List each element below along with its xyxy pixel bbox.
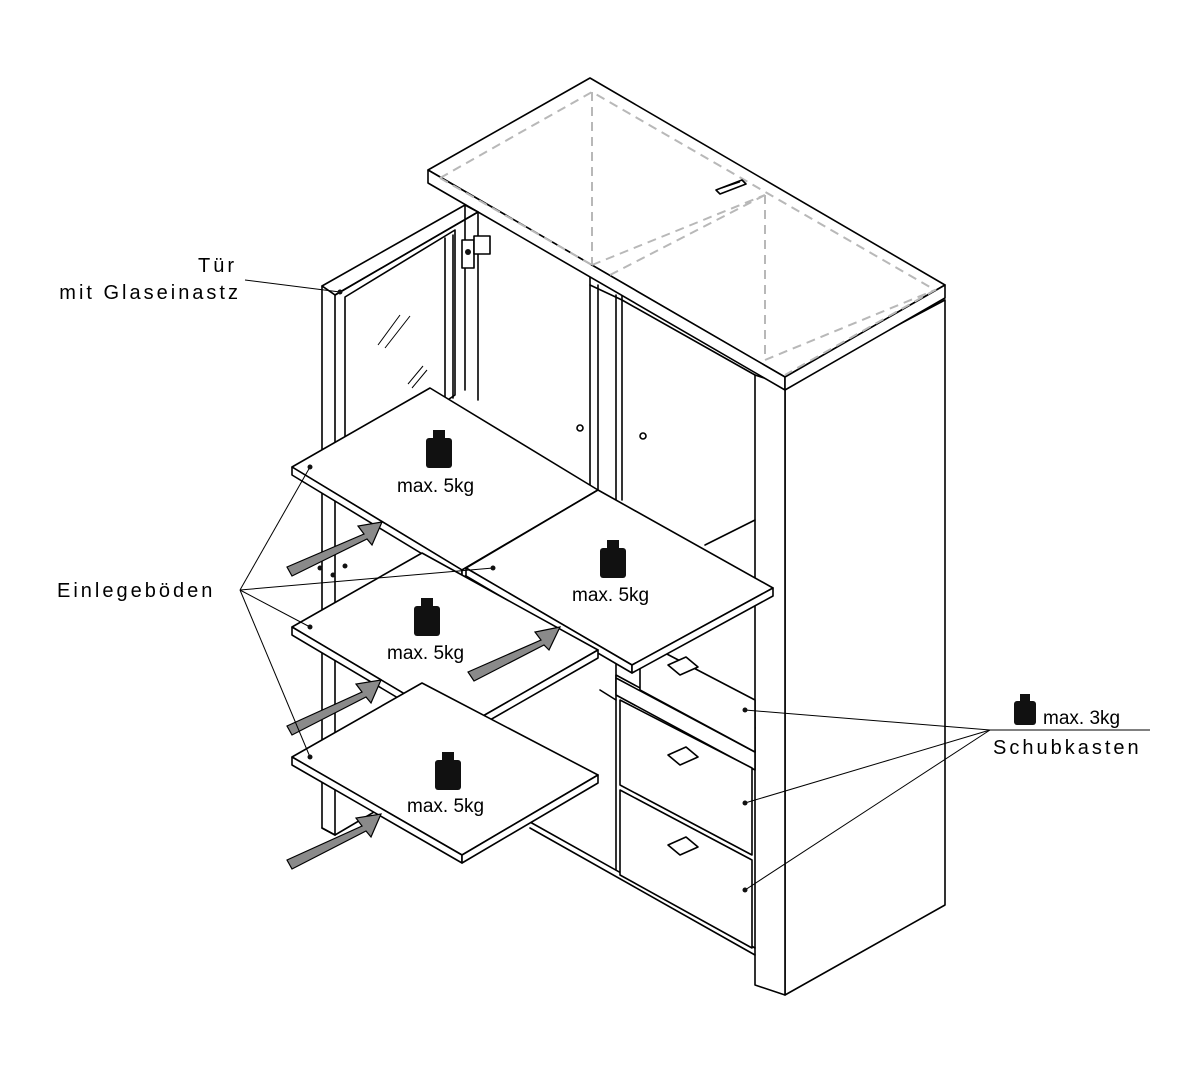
weight-icon-shelf-2 [600,540,626,578]
drawer-handle-icon [667,656,699,856]
insert-arrow-icon [286,679,382,736]
shelf-load-2: max. 5kg [572,585,649,606]
drawer-load: max. 3kg [1043,708,1120,729]
cabinet-top [427,77,946,391]
leader-lines [239,279,1150,893]
weight-icon-shelf-1 [426,430,452,468]
cabinet-body [469,199,946,996]
insert-arrow-icon [286,813,382,870]
weight-icon-shelf-3 [414,598,440,636]
drawer-2 [619,699,753,856]
weight-icon-drawers [1014,694,1036,725]
weight-icon-shelf-4 [435,752,461,790]
insert-arrow-icon [467,626,562,682]
door-label-line2: mit Glaseinastz [59,282,241,304]
glass-door [321,204,491,836]
shelf-load-3: max. 5kg [387,643,464,664]
drawer-0-top [639,639,756,753]
insert-arrow-icon [286,521,383,577]
drawers [615,639,756,949]
insert-arrows [286,521,562,870]
shelf-load-1: max. 5kg [397,476,474,497]
shelf-load-4: max. 5kg [407,796,484,817]
drawers-label: Schubkasten [993,737,1142,759]
top-bracket-icon [715,179,747,195]
drawer-3 [619,789,753,949]
hinge-icon [461,235,491,269]
shelves-label: Einlegeböden [57,580,215,602]
door-label-line1: Tür [198,255,237,277]
